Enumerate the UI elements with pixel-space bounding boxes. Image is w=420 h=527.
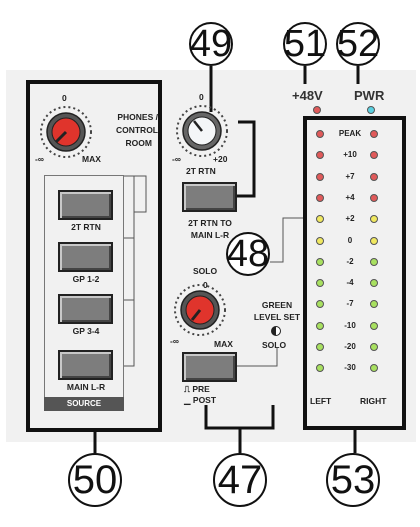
source-gp34-button[interactable] [58, 294, 113, 324]
phones-level-knob[interactable] [38, 104, 94, 160]
meter-left-led [316, 279, 324, 288]
phantom-power-led [313, 106, 321, 114]
source-gp34-label: GP 3-4 [72, 326, 100, 336]
meter-level-label: -4 [346, 278, 354, 288]
tape-return-knob-zero-label: 0 [199, 92, 204, 102]
source-label: SOURCE [44, 397, 124, 411]
meter-level-label: +2 [345, 214, 355, 224]
phones-knob-max-label: MAX [82, 154, 101, 164]
phantom-power-label: +48V [292, 88, 323, 103]
meter-level-label: -10 [344, 320, 356, 330]
tape-return-to-main-label: 2T RTN TO MAIN L-R [188, 218, 232, 240]
solo-title: SOLO [193, 266, 218, 276]
meter-right-led [370, 321, 378, 330]
solo-mode-post-label: ▁ POST [184, 395, 217, 405]
source-main-lr-label: MAIN L-R [66, 382, 106, 392]
phones-knob-min-label: -∞ [35, 154, 44, 164]
meter-right-led [370, 257, 378, 266]
callout-47: 47 [213, 453, 267, 507]
meter-left-led [316, 193, 324, 202]
source-gp12-label: GP 1-2 [72, 274, 100, 284]
meter-right-led [370, 236, 378, 245]
meter-left-led [316, 215, 324, 224]
power-label: PWR [354, 88, 385, 103]
phones-section-frame [26, 80, 162, 432]
phones-title: PHONES / CONTROL ROOM [115, 112, 158, 148]
meter-right-led [370, 279, 378, 288]
power-led [367, 106, 375, 114]
callout-49: 49 [189, 22, 233, 66]
solo-led-icon [271, 326, 281, 336]
callout-50: 50 [68, 453, 122, 507]
source-main-lr-button[interactable] [58, 350, 113, 380]
meter-level-label: -20 [344, 342, 356, 351]
tape-return-knob[interactable] [174, 103, 230, 159]
phones-knob-zero-label: 0 [62, 93, 67, 103]
meter-level-label: +4 [345, 192, 355, 202]
meter-left-led [316, 343, 324, 351]
meter-right-led [370, 130, 378, 138]
solo-knob-zero-label: 0 [203, 280, 208, 290]
meter-left-led [316, 257, 324, 266]
source-2t-rtn-button[interactable] [58, 190, 113, 220]
meter-left-led [316, 172, 324, 181]
meter-right-led [370, 215, 378, 224]
solo-mode-button[interactable] [182, 352, 237, 382]
pre-indicator-icon: ⎍ [184, 384, 193, 394]
callout-52: 52 [336, 22, 380, 66]
level-meter-frame [303, 116, 406, 430]
tape-return-to-main-button[interactable] [182, 182, 237, 212]
meter-right-led [370, 172, 378, 181]
tape-return-knob-max-label: +20 [213, 154, 228, 164]
meter-level-label: +7 [345, 171, 355, 181]
tape-return-knob-label: 2T RTN [186, 166, 216, 176]
meter-level-label: PEAK [338, 129, 362, 138]
green-level-set-label: GREEN LEVEL SET [253, 300, 301, 322]
meter-right-label: RIGHT [360, 396, 387, 406]
meter-right-led [370, 300, 378, 309]
meter-left-led [316, 364, 324, 373]
callout-48: 48 [226, 232, 270, 276]
meter-right-led [370, 364, 378, 373]
meter-left-led [316, 130, 324, 138]
meter-level-label: -7 [346, 299, 354, 309]
post-indicator-icon: ▁ [184, 395, 193, 405]
meter-left-led [316, 236, 324, 245]
solo-level-knob[interactable] [172, 282, 228, 338]
meter-level-label: 0 [347, 235, 353, 245]
callout-53: 53 [326, 453, 380, 507]
meter-level-label: -30 [344, 363, 356, 373]
solo-knob-min-label: -∞ [170, 336, 179, 346]
source-2t-rtn-label: 2T RTN [71, 222, 101, 232]
meter-left-led [316, 151, 324, 160]
meter-level-label: -2 [346, 256, 354, 266]
meter-left-led [316, 300, 324, 309]
source-gp12-button[interactable] [58, 242, 113, 272]
meter-right-led [370, 193, 378, 202]
meter-right-led [370, 343, 378, 351]
meter-right-led [370, 151, 378, 160]
meter-left-label: LEFT [310, 396, 332, 406]
solo-mode-pre-label: ⎍ PRE [184, 384, 210, 394]
meter-level-label: +10 [343, 150, 357, 160]
solo-knob-max-label: MAX [214, 339, 233, 349]
solo-indicator-label: SOLO [262, 340, 287, 350]
callout-51: 51 [283, 22, 327, 66]
tape-return-knob-min-label: -∞ [172, 154, 181, 164]
meter-left-led [316, 321, 324, 330]
